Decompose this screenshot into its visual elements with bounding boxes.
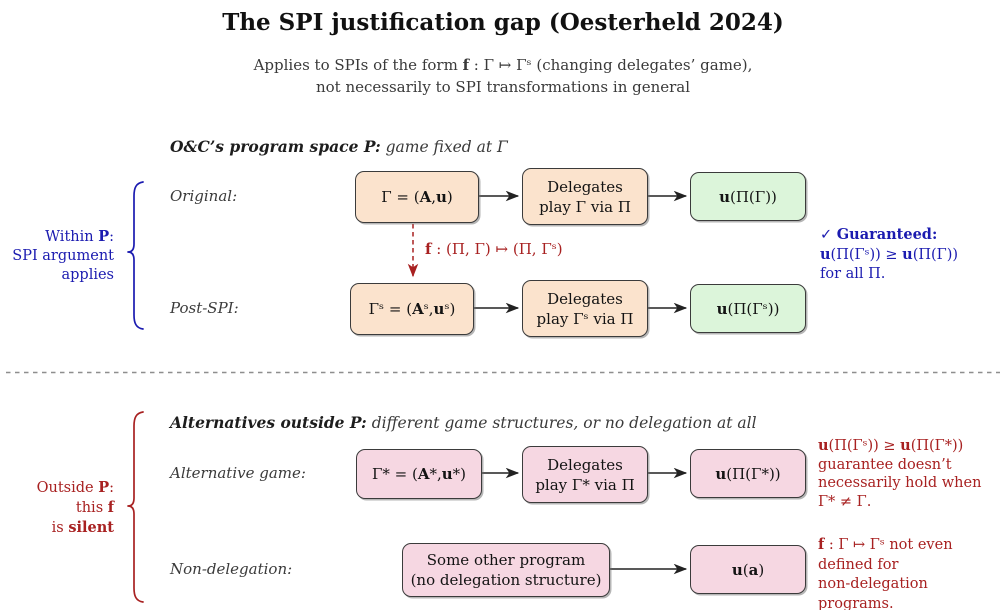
box-alternative-outcome: u(Π(Γ*))	[690, 449, 806, 498]
row-label-post-spi: Post-SPI:	[170, 299, 239, 317]
within-section-header: O&C’s program space P: game fixed at Γ	[170, 137, 508, 156]
spi-map-label: f : (Π, Γ) ↦ (Π, Γˢ)	[425, 240, 563, 258]
box-nondelegation-program: Some other program(no delegation structu…	[402, 543, 610, 597]
row-label-non-delegation: Non-delegation:	[170, 560, 293, 578]
guarantee-note: ✓ Guaranteed:u(Π(Γˢ)) ≥ u(Π(Γ))for all Π…	[820, 226, 959, 282]
within-section-header-detail: game fixed at Γ	[380, 138, 508, 156]
outside-section-header: Alternatives outside P: different game s…	[170, 413, 757, 432]
row-label-original: Original:	[170, 187, 238, 205]
box-original-outcome: u(Π(Γ))	[690, 172, 806, 221]
outside-brace	[127, 411, 144, 603]
subtitle-line-1: Applies to SPIs of the form f : Γ ↦ Γˢ (…	[253, 56, 753, 74]
within-section-header-emphasis: O&C’s program space P:	[170, 137, 381, 156]
box-original-game: Γ = (A, u)	[355, 171, 479, 223]
flow-arrows	[473, 190, 688, 575]
subtitle: Applies to SPIs of the form f : Γ ↦ Γˢ (…	[0, 54, 1006, 98]
subtitle-line-2: not necessarily to SPI transformations i…	[315, 78, 691, 96]
outside-section-header-detail: different game structures, or no delegat…	[366, 414, 757, 432]
row-label-alternative-game: Alternative game:	[170, 464, 306, 482]
box-alternative-game: Γ* = (A*, u*)	[356, 449, 482, 499]
box-postspi-outcome: u(Π(Γˢ))	[690, 284, 806, 333]
page-title: The SPI justification gap (Oesterheld 20…	[222, 9, 784, 36]
box-nondelegation-outcome: u(a)	[690, 545, 806, 594]
outside-section-header-emphasis: Alternatives outside P:	[170, 413, 367, 432]
within-brace	[127, 181, 144, 330]
